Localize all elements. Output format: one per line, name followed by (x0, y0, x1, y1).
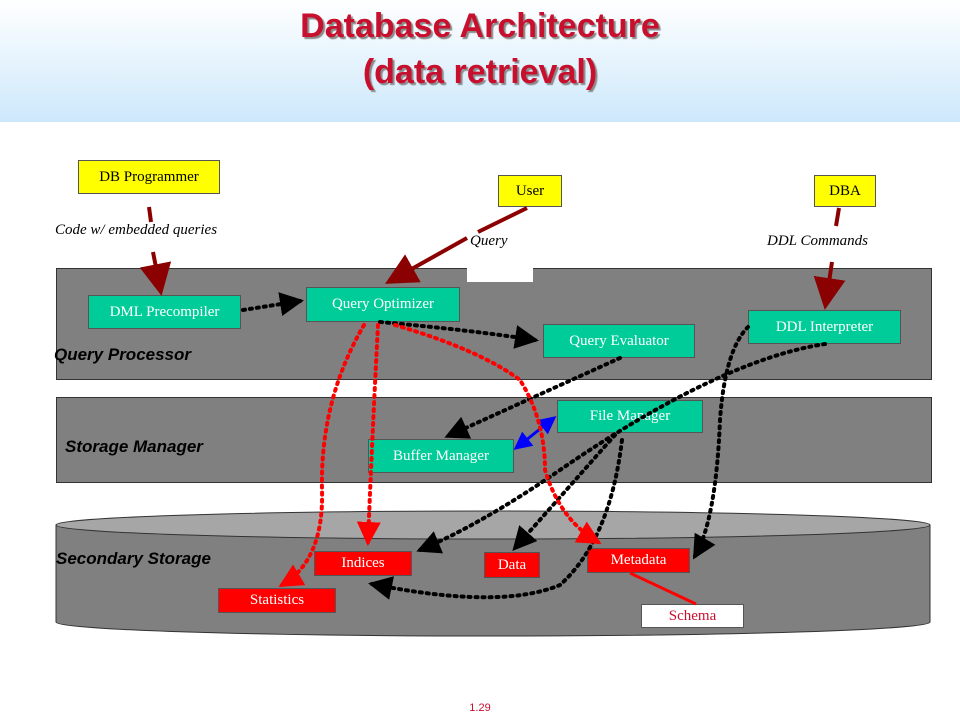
programmer-arrow-top (147, 206, 153, 223)
page-title: Database Architecture (300, 7, 660, 45)
dba-arrow (813, 261, 846, 310)
statistics-box: Statistics (218, 588, 336, 613)
buffer-manager-box: Buffer Manager (368, 439, 514, 473)
user-arrow (385, 236, 468, 284)
optimizer-to-indices (356, 323, 381, 546)
code-caption: Code w/ embedded queries (55, 222, 218, 238)
precompiler-to-optimizer (241, 292, 304, 316)
dml-precompiler-box: DML Precompiler (88, 295, 241, 329)
programmer-arrow (139, 251, 172, 296)
query-caption: Query (470, 233, 508, 249)
user-box: User (498, 175, 562, 207)
header-band (0, 0, 960, 122)
page-number: 1.29 (469, 702, 491, 714)
indices-box: Indices (314, 551, 412, 576)
query-label-backdrop (467, 252, 533, 282)
data-box: Data (484, 552, 540, 578)
user-arrow-top (477, 206, 528, 234)
optimizer-to-statistics (278, 323, 366, 588)
ddl-interpreter-box: DDL Interpreter (748, 310, 901, 344)
page-subtitle: (data retrieval) (362, 53, 598, 91)
evaluator-to-buffer (444, 356, 622, 439)
dba-arrow-top (834, 207, 841, 227)
ddl-caption: DDL Commands (767, 233, 868, 249)
secondary-storage-label: Secondary Storage (56, 549, 211, 568)
db-programmer-box: DB Programmer (78, 160, 220, 194)
dba-box: DBA (814, 175, 876, 207)
metadata-to-schema (629, 571, 697, 606)
filemanager-to-data (512, 433, 617, 551)
ddl-to-indices (416, 342, 827, 554)
optimizer-to-metadata (393, 323, 602, 545)
query-processor-label: Query Processor (54, 345, 192, 364)
optimizer-to-evaluator (378, 320, 539, 349)
metadata-box: Metadata (587, 548, 690, 573)
storage-manager-label: Storage Manager (65, 437, 203, 456)
buffer-file-link (513, 416, 557, 450)
ddl-to-metadata (692, 325, 750, 560)
schema-box: Schema (641, 604, 744, 628)
filemanager-to-indices (368, 438, 624, 600)
